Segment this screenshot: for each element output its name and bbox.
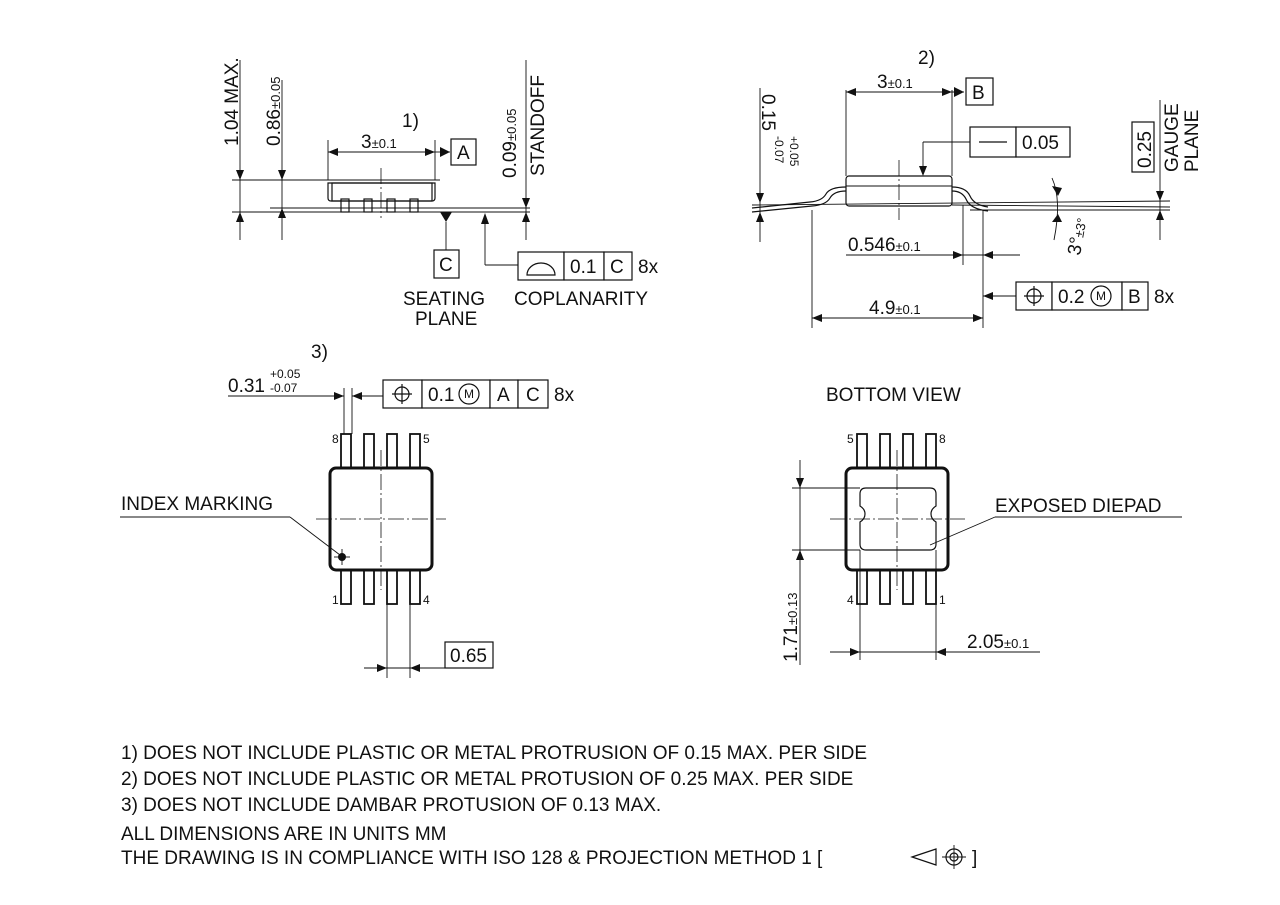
coplanarity-count: 8x bbox=[638, 257, 659, 278]
datum-b-label: B bbox=[972, 83, 985, 104]
index-marking-label: INDEX MARKING bbox=[121, 494, 273, 515]
coplanarity-feature-frame: 0.1 C 8x bbox=[517, 251, 659, 281]
bottom-view-title: BOTTOM VIEW bbox=[826, 385, 961, 406]
coplanarity-label: COPLANARITY bbox=[514, 289, 648, 310]
lead-width-tol-plus: +0.05 bbox=[270, 367, 301, 381]
note-1: 1) DOES NOT INCLUDE PLASTIC OR METAL PRO… bbox=[121, 743, 867, 764]
gauge-plane-line1: GAUGE bbox=[1162, 103, 1183, 172]
notes: 1) DOES NOT INCLUDE PLASTIC OR METAL PRO… bbox=[121, 743, 977, 869]
side-view-2: 3±0.1 2) B 0.15 +0.05 -0.07 0.05 0.25 GA… bbox=[751, 48, 1203, 328]
position-icon bbox=[392, 384, 412, 404]
pad-width-label: 2.05±0.1 bbox=[967, 632, 1029, 653]
gauge-plane-line2: PLANE bbox=[1182, 110, 1203, 172]
compliance-close: ] bbox=[972, 848, 977, 869]
position-icon bbox=[1024, 286, 1044, 306]
position-count-ac: 8x bbox=[554, 385, 575, 406]
datum-c-box bbox=[433, 249, 460, 279]
footnote-marker-2: 2) bbox=[918, 48, 935, 69]
seating-plane-label-line2: PLANE bbox=[415, 309, 477, 330]
foot-length-label: 0.546±0.1 bbox=[848, 235, 921, 256]
side-view-1: 1.04 MAX. 0.86±0.05 3±0.1 1) A 0.09±0.05… bbox=[222, 57, 659, 330]
top-view-leads-bottom bbox=[340, 569, 421, 605]
footnote-marker-1: 1) bbox=[402, 111, 419, 132]
profile-surface-icon bbox=[526, 262, 556, 276]
seating-plane-label-line1: SEATING bbox=[403, 289, 485, 310]
position-value-ac: 0.1 bbox=[428, 385, 454, 406]
bottom-view-leads-bottom bbox=[856, 569, 937, 605]
note-2: 2) DOES NOT INCLUDE PLASTIC OR METAL PRO… bbox=[121, 769, 853, 790]
position-modifier-b: M bbox=[1096, 289, 1106, 303]
bottom-pin-4: 4 bbox=[847, 593, 854, 607]
lead-width-label: 0.31 bbox=[228, 376, 265, 397]
lead-width-tol-minus: -0.07 bbox=[270, 381, 298, 395]
datum-a-box bbox=[450, 138, 477, 166]
pad-height-label: 1.71±0.13 bbox=[781, 593, 802, 662]
bottom-pin-5: 5 bbox=[847, 432, 854, 446]
coplanarity-ref: C bbox=[610, 257, 624, 278]
pitch-label: 0.65 bbox=[450, 646, 487, 667]
position-value-b: 0.2 bbox=[1058, 287, 1084, 308]
lead-angle-label: 3°±3° bbox=[1064, 216, 1091, 257]
top-pin-5: 5 bbox=[423, 432, 430, 446]
bottom-pin-8: 8 bbox=[939, 432, 946, 446]
top-pin-1: 1 bbox=[332, 593, 339, 607]
note-3: 3) DOES NOT INCLUDE DAMBAR PROTUSION OF … bbox=[121, 795, 661, 816]
exposed-diepad-outline bbox=[859, 487, 937, 551]
bottom-view-leads-top bbox=[856, 433, 937, 469]
mmc-modifier-icon bbox=[458, 383, 480, 405]
datum-b-box bbox=[965, 77, 994, 106]
standoff-value-label: 0.09±0.05 bbox=[500, 109, 521, 178]
projection-method-icon bbox=[910, 845, 966, 869]
position-count-b: 8x bbox=[1154, 287, 1175, 308]
pitch-box bbox=[444, 641, 494, 669]
overall-height-label: 1.04 MAX. bbox=[222, 57, 243, 146]
top-view-leads-top bbox=[340, 433, 421, 469]
mmc-modifier-icon bbox=[1090, 285, 1112, 307]
position-ref-a: A bbox=[497, 385, 510, 406]
position-modifier-ac: M bbox=[464, 387, 474, 401]
body-width-label: 3±0.1 bbox=[877, 72, 913, 93]
lead-thickness-label: 0.15 bbox=[757, 94, 778, 131]
lead-thickness-tol-minus: -0.07 bbox=[772, 136, 786, 164]
flatness-value: 0.05 bbox=[1022, 133, 1059, 154]
body-height-label: 0.86±0.05 bbox=[264, 77, 285, 146]
flatness-feature-frame: 0.05 bbox=[969, 126, 1071, 158]
top-pin-4: 4 bbox=[423, 593, 430, 607]
position-ref-b: B bbox=[1128, 287, 1141, 308]
bottom-pin-1: 1 bbox=[939, 593, 946, 607]
exposed-diepad-label: EXPOSED DIEPAD bbox=[995, 496, 1161, 517]
lead-thickness-tol-plus: +0.05 bbox=[787, 136, 801, 167]
datum-a-label: A bbox=[457, 143, 470, 164]
position-frame-b: 0.2 M B 8x bbox=[1015, 281, 1175, 311]
standoff-label: STANDOFF bbox=[528, 75, 549, 176]
compliance-note: THE DRAWING IS IN COMPLIANCE WITH ISO 12… bbox=[121, 848, 823, 869]
bottom-view: BOTTOM VIEW 5 8 4 1 EXPOSED DIEPAD bbox=[781, 385, 1182, 665]
overall-width-label: 4.9±0.1 bbox=[869, 298, 921, 319]
top-pin-8: 8 bbox=[332, 432, 339, 446]
note-units: ALL DIMENSIONS ARE IN UNITS MM bbox=[121, 824, 447, 845]
gauge-value-box bbox=[1131, 121, 1155, 173]
position-frame-ac: 0.1 M A C 8x bbox=[382, 379, 575, 409]
position-ref-c: C bbox=[526, 385, 540, 406]
side-view-1-leads bbox=[340, 198, 419, 213]
index-marking-icon bbox=[334, 549, 350, 565]
gauge-value: 0.25 bbox=[1135, 131, 1156, 168]
footnote-marker-3: 3) bbox=[311, 342, 328, 363]
body-length-label: 3±0.1 bbox=[361, 132, 397, 153]
top-view: 3) 0.31 +0.05 -0.07 0.1 M A C 8x bbox=[120, 342, 575, 678]
datum-c-label: C bbox=[439, 255, 453, 276]
coplanarity-value: 0.1 bbox=[570, 257, 596, 278]
